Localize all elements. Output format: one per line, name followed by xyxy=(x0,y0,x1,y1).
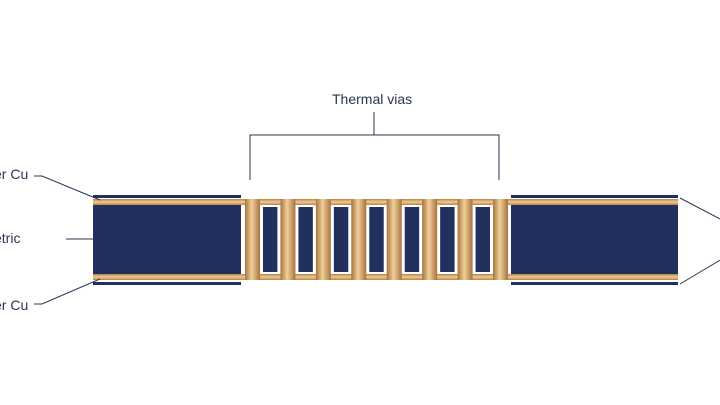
via-dielectric-fill xyxy=(404,207,420,272)
left-leader-lines xyxy=(34,175,101,305)
right-bottom-outline xyxy=(511,282,678,285)
left-top-copper xyxy=(93,199,241,205)
via-barrel xyxy=(457,199,473,280)
right-top-outline xyxy=(511,195,678,198)
via-dielectric-fill xyxy=(298,207,313,272)
leader-right-bottom xyxy=(679,259,720,285)
leader-bottom-copper xyxy=(34,278,101,305)
label-dielectric: etric xyxy=(0,230,21,246)
via-barrel xyxy=(351,199,367,280)
thermal-vias-region xyxy=(241,199,511,280)
via-dielectric-fill xyxy=(475,207,490,272)
via-barrel xyxy=(422,199,438,280)
left-top-outline xyxy=(93,195,241,198)
via-barrel xyxy=(315,199,331,280)
thermal-vias-bracket xyxy=(249,112,500,180)
via-barrel xyxy=(386,199,402,280)
right-dielectric xyxy=(511,205,678,274)
vias-bottom-copper xyxy=(241,274,511,280)
left-bottom-copper xyxy=(93,274,241,280)
leader-top-copper xyxy=(34,175,101,201)
left-board-section xyxy=(93,195,241,285)
left-dielectric xyxy=(93,205,241,274)
right-leader-lines xyxy=(679,197,720,285)
right-bottom-copper xyxy=(511,274,678,280)
label-top-copper: er Cu xyxy=(0,166,29,182)
via-dielectric-fill xyxy=(369,207,384,272)
via-barrels xyxy=(245,199,508,280)
label-bottom-copper: er Cu xyxy=(0,297,29,313)
via-dielectric-fill xyxy=(263,207,278,272)
left-bottom-outline xyxy=(93,282,241,285)
via-barrel xyxy=(493,199,508,280)
via-dielectric-fill xyxy=(333,207,349,272)
via-barrel xyxy=(280,199,296,280)
bracket-outline xyxy=(249,134,500,180)
right-board-section xyxy=(511,195,678,285)
via-barrel xyxy=(245,199,260,280)
right-top-copper xyxy=(511,199,678,205)
via-dielectric-fill xyxy=(440,207,455,272)
label-thermal-vias: Thermal vias xyxy=(332,91,413,107)
leader-right-top xyxy=(679,197,720,220)
vias-top-copper xyxy=(241,199,511,205)
